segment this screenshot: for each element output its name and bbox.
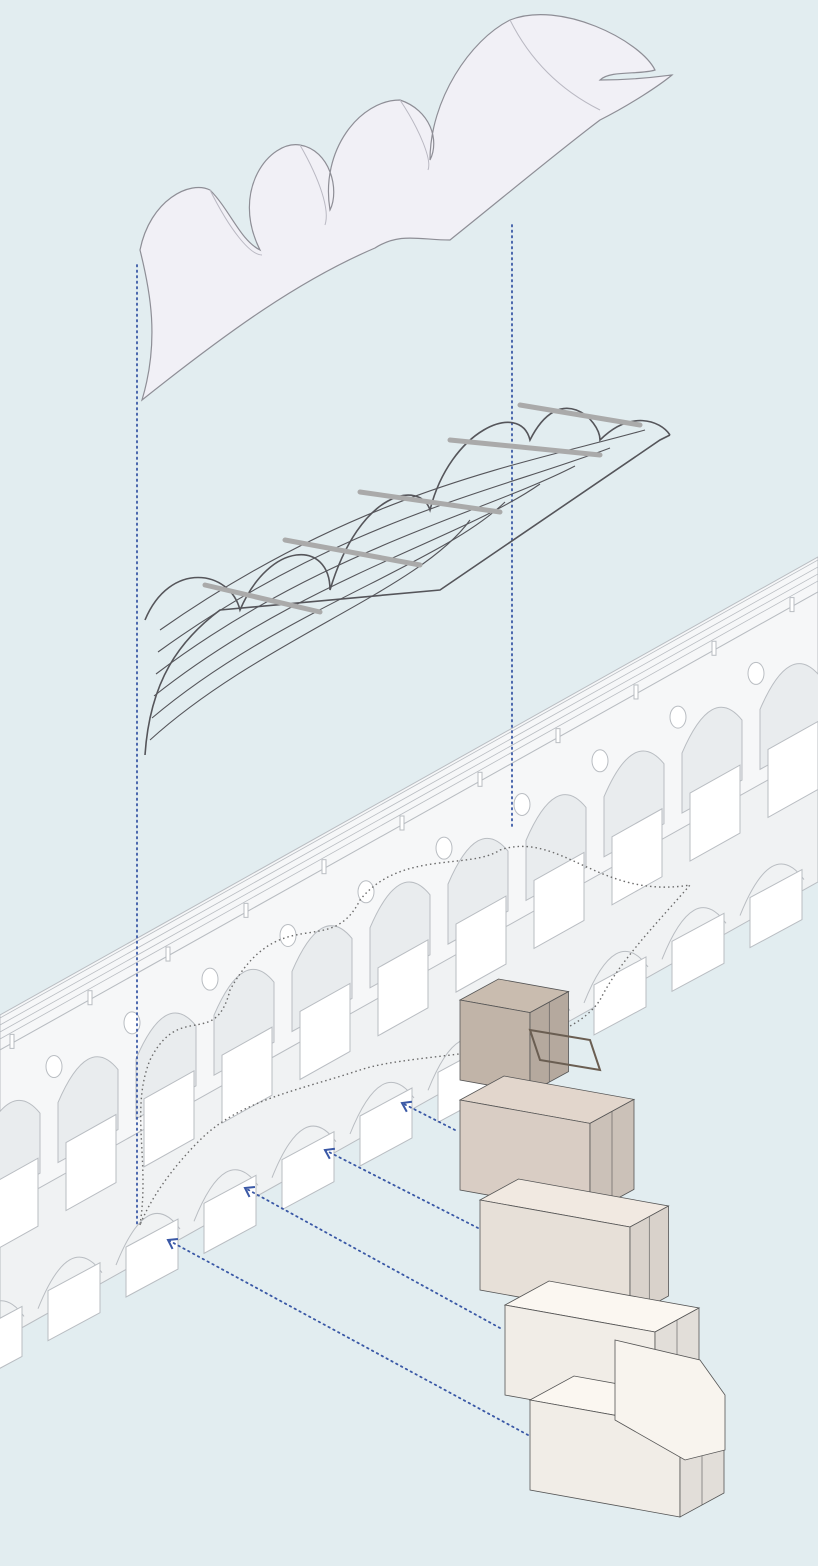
pier [143, 1069, 195, 1168]
parapet-post [633, 684, 639, 700]
frame-rib [155, 465, 576, 675]
pier [533, 851, 585, 950]
arrowhead-icon [323, 1147, 336, 1160]
frame-rib [153, 483, 541, 697]
pier [455, 895, 507, 993]
oculus [591, 749, 609, 773]
parapet-line [0, 580, 818, 1040]
parapet-post [165, 946, 171, 962]
oculus [279, 923, 297, 947]
parapet-post [9, 1033, 15, 1049]
arrowhead-icon [243, 1186, 256, 1198]
placement-arrow-line [324, 1149, 479, 1229]
structural-frame [144, 402, 671, 756]
lower-pier [0, 1305, 23, 1369]
lower-pier [281, 1130, 335, 1211]
walkway-route [139, 845, 692, 1226]
frame-rib [149, 519, 471, 741]
frame-beam [447, 437, 603, 458]
parapet-post [243, 902, 249, 918]
pier [299, 982, 351, 1081]
frame-beam [282, 537, 423, 568]
canopy-ridge [509, 19, 601, 111]
parapet-post [711, 640, 717, 656]
lower-pier [749, 868, 803, 949]
parapet-post [321, 859, 327, 875]
frame-rib [157, 447, 611, 653]
pier [221, 1026, 273, 1125]
parapet-post [87, 990, 93, 1006]
lower-pier [359, 1087, 413, 1167]
canopy-ridge [299, 144, 327, 226]
lower-pier [671, 912, 725, 993]
pier [689, 764, 741, 862]
lower-pier [125, 1218, 179, 1298]
canopy-roof [139, 14, 674, 402]
frame-rib [159, 429, 646, 631]
module-3 [478, 1178, 670, 1318]
frame-beam [517, 402, 643, 428]
parapet-post [477, 771, 483, 787]
oculus [747, 661, 765, 685]
lower-pier [47, 1261, 101, 1342]
guide-lines [136, 224, 529, 1436]
arrowhead-icon [400, 1100, 413, 1113]
pier [767, 720, 818, 819]
parapet-line [0, 573, 818, 1033]
placement-arrow-line [244, 1187, 501, 1329]
oculus [435, 836, 453, 860]
aqueduct-parapet [0, 556, 818, 1051]
walkway-path-dotted [139, 845, 692, 1226]
arrowhead-icon [166, 1237, 179, 1250]
frame-rib [151, 501, 506, 719]
terrace-frame [528, 1028, 602, 1072]
module-2 [458, 1075, 636, 1215]
pier [65, 1113, 117, 1212]
modules [458, 978, 726, 1518]
annex-room [614, 1339, 726, 1461]
pier [0, 1157, 39, 1249]
module-1 [458, 978, 570, 1094]
oculus [357, 880, 375, 904]
parapet-post [399, 815, 405, 831]
parapet-post [555, 728, 561, 744]
lower-pier [593, 956, 647, 1036]
canopy-ridge [399, 99, 430, 171]
pier [377, 938, 429, 1037]
frame-beam [357, 489, 503, 515]
oculus [513, 792, 531, 816]
placement-arrow-line [401, 1102, 456, 1131]
placement-arrow-line [167, 1239, 529, 1436]
frame-beam [202, 582, 323, 615]
canopy-ridge [209, 189, 263, 256]
canopy-surface [139, 14, 674, 402]
lower-pier [203, 1174, 257, 1255]
parapet-post [789, 597, 795, 613]
oculus [123, 1011, 141, 1035]
oculus [45, 1055, 63, 1079]
oculus [201, 967, 219, 991]
oculus [669, 705, 687, 729]
